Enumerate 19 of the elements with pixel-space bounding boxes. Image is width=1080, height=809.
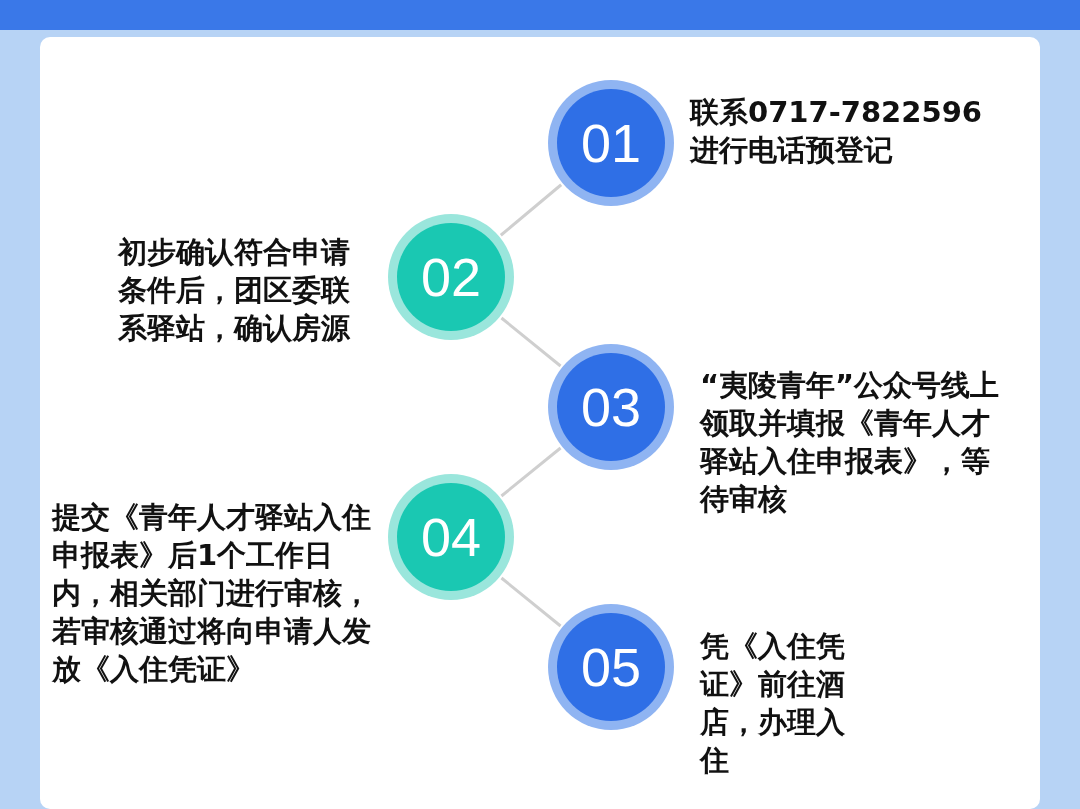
step-description: “夷陵青年”公众号线上领取并填报《青年人才驿站入住申报表》，等待审核 xyxy=(700,367,1001,518)
step-circle xyxy=(548,80,674,206)
step-number: 04 xyxy=(419,506,483,569)
step-description: 联系0717-7822596进行电话预登记 xyxy=(690,94,983,169)
connector-line xyxy=(499,183,563,237)
step-number: 02 xyxy=(419,246,483,309)
step-number: 05 xyxy=(579,636,643,699)
step-number: 01 xyxy=(579,112,643,175)
connector-line xyxy=(500,316,562,368)
step-circle xyxy=(548,604,674,730)
step-circle xyxy=(388,474,514,600)
step-description: 初步确认符合申请条件后，团区委联系驿站，确认房源 xyxy=(118,234,351,347)
step-description: 凭《入住凭证》前往酒店，办理入住 xyxy=(700,628,846,779)
connector-line xyxy=(500,446,562,498)
step-number: 03 xyxy=(579,376,643,439)
connector-line xyxy=(500,576,562,628)
step-circle xyxy=(388,214,514,340)
step-description: 提交《青年人才驿站入住申报表》后1个工作日内，相关部门进行审核，若审核通过将向申请人发放《入住凭证》 xyxy=(52,499,372,688)
step-circle xyxy=(548,344,674,470)
